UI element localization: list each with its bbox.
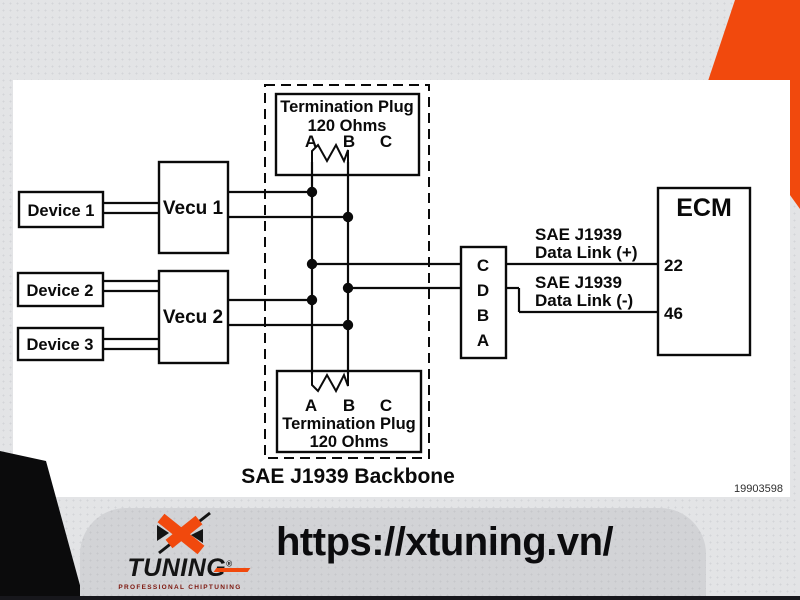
term-bot-pin-b: B <box>343 396 355 415</box>
brand-name: TUNING® <box>127 556 251 581</box>
connector-pin-d: D <box>477 281 489 300</box>
footer-banner: TUNING® PROFESSIONAL CHIPTUNING https://… <box>80 508 706 600</box>
ecm-pin-22: 22 <box>664 256 683 275</box>
device-3-label: Device 3 <box>27 336 94 354</box>
resistor-zigzag-top <box>311 142 349 164</box>
datalink-minus-label-1: SAE J1939 <box>535 273 622 292</box>
wiring-diagram: Device 1 Device 2 Device 3 Vecu 1 Vecu 2… <box>16 84 783 495</box>
figure-number: 19903598 <box>734 483 783 495</box>
ecm-box <box>656 186 752 357</box>
ecm-pin-46: 46 <box>664 304 683 323</box>
term-bot-title: Termination Plug <box>282 415 416 433</box>
datalink-minus-label-2: Data Link (-) <box>535 291 633 310</box>
connector-pin-b: B <box>477 306 489 325</box>
term-top-title: Termination Plug <box>280 98 414 116</box>
term-bot-pin-a: A <box>305 396 317 415</box>
connector-box <box>459 245 508 360</box>
wiring-lines <box>103 162 658 374</box>
term-bot-ohms: 120 Ohms <box>310 433 389 451</box>
datalink-plus-label-2: Data Link (+) <box>535 243 638 262</box>
xtuning-logo: TUNING® PROFESSIONAL CHIPTUNING <box>110 511 251 591</box>
diagram-panel: Device 1 Device 2 Device 3 Vecu 1 Vecu 2… <box>13 80 790 497</box>
device-3-box <box>16 326 105 362</box>
vecu-1-label: Vecu 1 <box>163 198 224 219</box>
resistor-zigzag-bottom <box>311 372 349 394</box>
device-2-box <box>16 271 105 308</box>
bottom-edge-strip <box>0 596 800 600</box>
backbone-label: SAE J1939 Backbone <box>241 465 455 488</box>
backbone-dashed-box <box>264 84 430 459</box>
device-2-label: Device 2 <box>27 282 94 300</box>
vecu-2-box <box>157 269 230 365</box>
brand-tagline: PROFESSIONAL CHIPTUNING <box>118 584 242 591</box>
connector-pin-c: C <box>477 256 489 275</box>
device-1-label: Device 1 <box>28 202 95 220</box>
term-top-pin-b: B <box>343 132 355 151</box>
term-top-pin-c: C <box>380 132 392 151</box>
registered-mark: ® <box>226 559 233 569</box>
vecu-2-label: Vecu 2 <box>163 307 223 328</box>
ecm-title: ECM <box>676 194 732 222</box>
term-top-pin-a: A <box>305 132 317 151</box>
component-boxes <box>16 92 752 454</box>
term-bot-pin-c: C <box>380 396 392 415</box>
g-dash-accent <box>213 568 251 572</box>
site-url[interactable]: https://xtuning.vn/ <box>276 520 614 564</box>
junction-dots <box>306 186 354 331</box>
x-logo-icon <box>157 511 211 555</box>
term-top-ohms: 120 Ohms <box>308 117 387 135</box>
vecu-1-box <box>157 160 230 255</box>
connector-pin-a: A <box>477 331 489 350</box>
device-1-box <box>17 190 105 229</box>
datalink-plus-label-1: SAE J1939 <box>535 225 622 244</box>
